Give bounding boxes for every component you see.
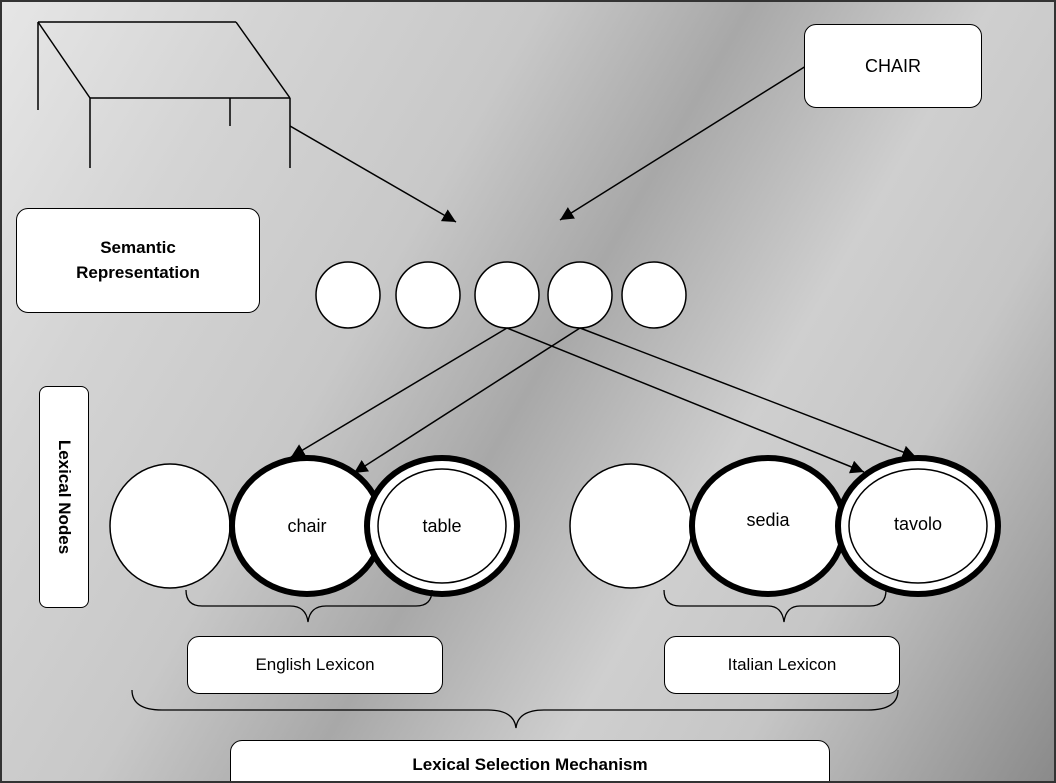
word-input-label: CHAIR [864, 55, 921, 76]
arrow-semantic-to-tavolo [579, 327, 917, 459]
italian-lexicon-brace [663, 589, 887, 623]
english-lexicon-box: English Lexicon [187, 636, 443, 694]
english-lexical-nodes: chair table [109, 455, 520, 597]
english-node-table [364, 455, 520, 597]
italian-node-tavolo [835, 455, 1001, 597]
english-node-table-label: table [422, 516, 461, 536]
arrow-semantic-to-table [353, 327, 581, 474]
semantic-node [547, 261, 613, 329]
english-lexicon-label: English Lexicon [255, 655, 375, 674]
arrow-semantic-to-chair [290, 327, 508, 458]
semantic-representation-box: Semantic Representation [16, 208, 260, 313]
arrow-semantic-to-sedia [506, 327, 865, 474]
semantic-node [315, 261, 381, 329]
english-lexicon-brace [185, 589, 433, 623]
italian-lexicon-box: Italian Lexicon [664, 636, 900, 694]
italian-lexicon-label: Italian Lexicon [727, 655, 837, 674]
lexical-selection-mechanism-box: Lexical Selection Mechanism [230, 740, 830, 781]
italian-node-blank [569, 463, 693, 589]
italian-node-tavolo-label: tavolo [894, 514, 942, 534]
lexical-selection-mechanism-label: Lexical Selection Mechanism [412, 755, 648, 774]
english-node-chair-label: chair [287, 516, 326, 536]
lexical-selection-brace [131, 689, 899, 729]
italian-node-sedia-label: sedia [746, 510, 790, 530]
semantic-label-line1: Semantic [100, 237, 176, 257]
lexical-nodes-label: Lexical Nodes [55, 439, 75, 555]
semantic-nodes [315, 261, 687, 329]
semantic-node [621, 261, 687, 329]
semantic-label-line2: Representation [76, 262, 200, 282]
table-picture-icon [37, 21, 291, 168]
arrow-word-to-semantic [559, 65, 807, 221]
arrow-picture-to-semantic [289, 125, 457, 223]
word-input-box: CHAIR [804, 24, 982, 108]
semantic-node [395, 261, 461, 329]
italian-node-tavolo-inner-ring [848, 468, 988, 584]
english-node-blank [109, 463, 231, 589]
semantic-node [474, 261, 540, 329]
english-node-table-inner-ring [377, 468, 507, 584]
lexical-nodes-label-box: Lexical Nodes [39, 386, 89, 608]
italian-lexical-nodes: sedia tavolo [569, 455, 1001, 597]
